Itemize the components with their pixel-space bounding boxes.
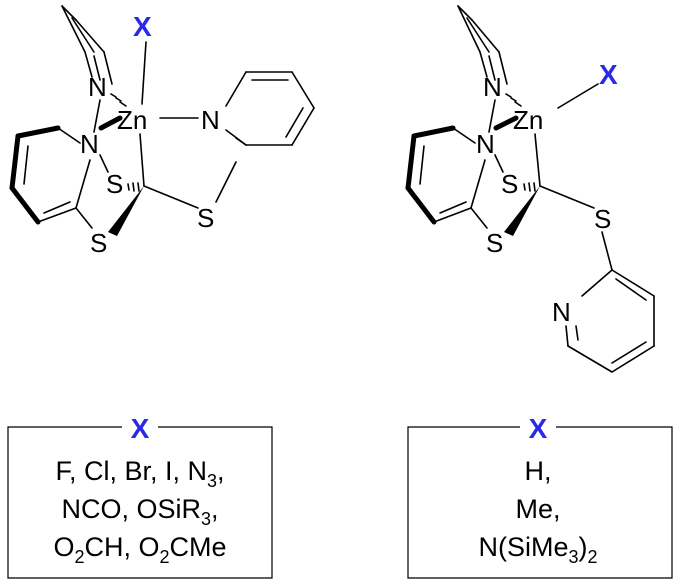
box-frame-right bbox=[407, 426, 673, 579]
n-top-atom-left: N bbox=[88, 72, 107, 102]
dash-zn-n-top-right bbox=[505, 93, 522, 107]
zn-atom-left: Zn bbox=[117, 105, 147, 135]
zn-atom-right: Zn bbox=[513, 105, 543, 135]
n-right-atom-left: N bbox=[201, 105, 220, 135]
bold-zn-n-left-right bbox=[493, 115, 519, 131]
dash-zn-n-top-left bbox=[110, 93, 127, 107]
bond-zn-c-left bbox=[139, 133, 145, 187]
bond-n-s-inner-left bbox=[99, 154, 109, 173]
s-inner-atom-right: S bbox=[501, 169, 518, 199]
n-pyridine-atom-right: N bbox=[552, 297, 571, 327]
ring-bottom-pyridine-right bbox=[565, 269, 655, 373]
x-label-right: X bbox=[599, 59, 618, 90]
bond-zn-x-left bbox=[141, 41, 147, 105]
box-title-left: X bbox=[131, 413, 150, 444]
s-bottom-atom-right: S bbox=[486, 228, 503, 258]
s-inner-atom-left: S bbox=[106, 169, 123, 199]
box-left-line-3: O2CH, O2CMe bbox=[53, 532, 226, 567]
box-right-line-1: H, bbox=[525, 456, 552, 486]
bond-n-s-inner-right bbox=[494, 154, 504, 173]
bold-zn-n-left-left bbox=[98, 115, 123, 131]
substituent-box-right: X H, Me, N(SiMe3)2 bbox=[407, 413, 673, 579]
substituent-box-left: X F, Cl, Br, I, N3, NCO, OSiR3, O2CH, O2… bbox=[7, 413, 273, 579]
right-zinc-complex: X Zn N N S S S N bbox=[405, 5, 655, 373]
bond-s-ring-right-left bbox=[215, 161, 237, 203]
s-right-atom-left: S bbox=[197, 203, 214, 233]
wedge-c-s-bottom-left bbox=[108, 186, 144, 236]
bond-zn-c-right bbox=[534, 133, 541, 187]
bond-c-s-right-left bbox=[143, 185, 199, 209]
box-frame-left bbox=[7, 426, 273, 579]
box-right-line-2: Me, bbox=[515, 494, 560, 524]
bond-ring-s-bottom-left bbox=[75, 207, 93, 229]
n-left-atom-left: N bbox=[80, 129, 99, 159]
ring-top-pyridine-left bbox=[61, 5, 113, 133]
ring-right-pyridine-left bbox=[225, 71, 315, 146]
bond-s-pyridine-right bbox=[601, 231, 613, 271]
box-title-right: X bbox=[529, 413, 548, 444]
ring-left-pyridine-right bbox=[405, 125, 486, 225]
ring-left-pyridine-left bbox=[9, 125, 91, 225]
s-bottom-atom-left: S bbox=[90, 228, 107, 258]
n-left-atom-right: N bbox=[476, 129, 495, 159]
x-label-left: X bbox=[133, 11, 152, 42]
wedge-c-s-bottom-right bbox=[504, 186, 540, 236]
bond-c-s-right-right bbox=[539, 185, 595, 209]
dash-c-s-inner-right bbox=[523, 182, 536, 192]
box-right-line-3: N(SiMe3)2 bbox=[478, 532, 597, 567]
left-zinc-complex: X Zn N N N S S S bbox=[9, 5, 315, 258]
s-right-atom-right: S bbox=[594, 204, 611, 234]
dash-c-s-inner-left bbox=[127, 182, 140, 192]
n-top-atom-right: N bbox=[483, 72, 502, 102]
box-left-line-1: F, Cl, Br, I, N3, bbox=[55, 456, 224, 491]
box-left-line-2: NCO, OSiR3, bbox=[61, 494, 218, 529]
ring-top-pyridine-right bbox=[457, 5, 508, 133]
bond-zn-x-right bbox=[557, 83, 599, 109]
bond-ring-s-bottom-right bbox=[470, 207, 488, 229]
